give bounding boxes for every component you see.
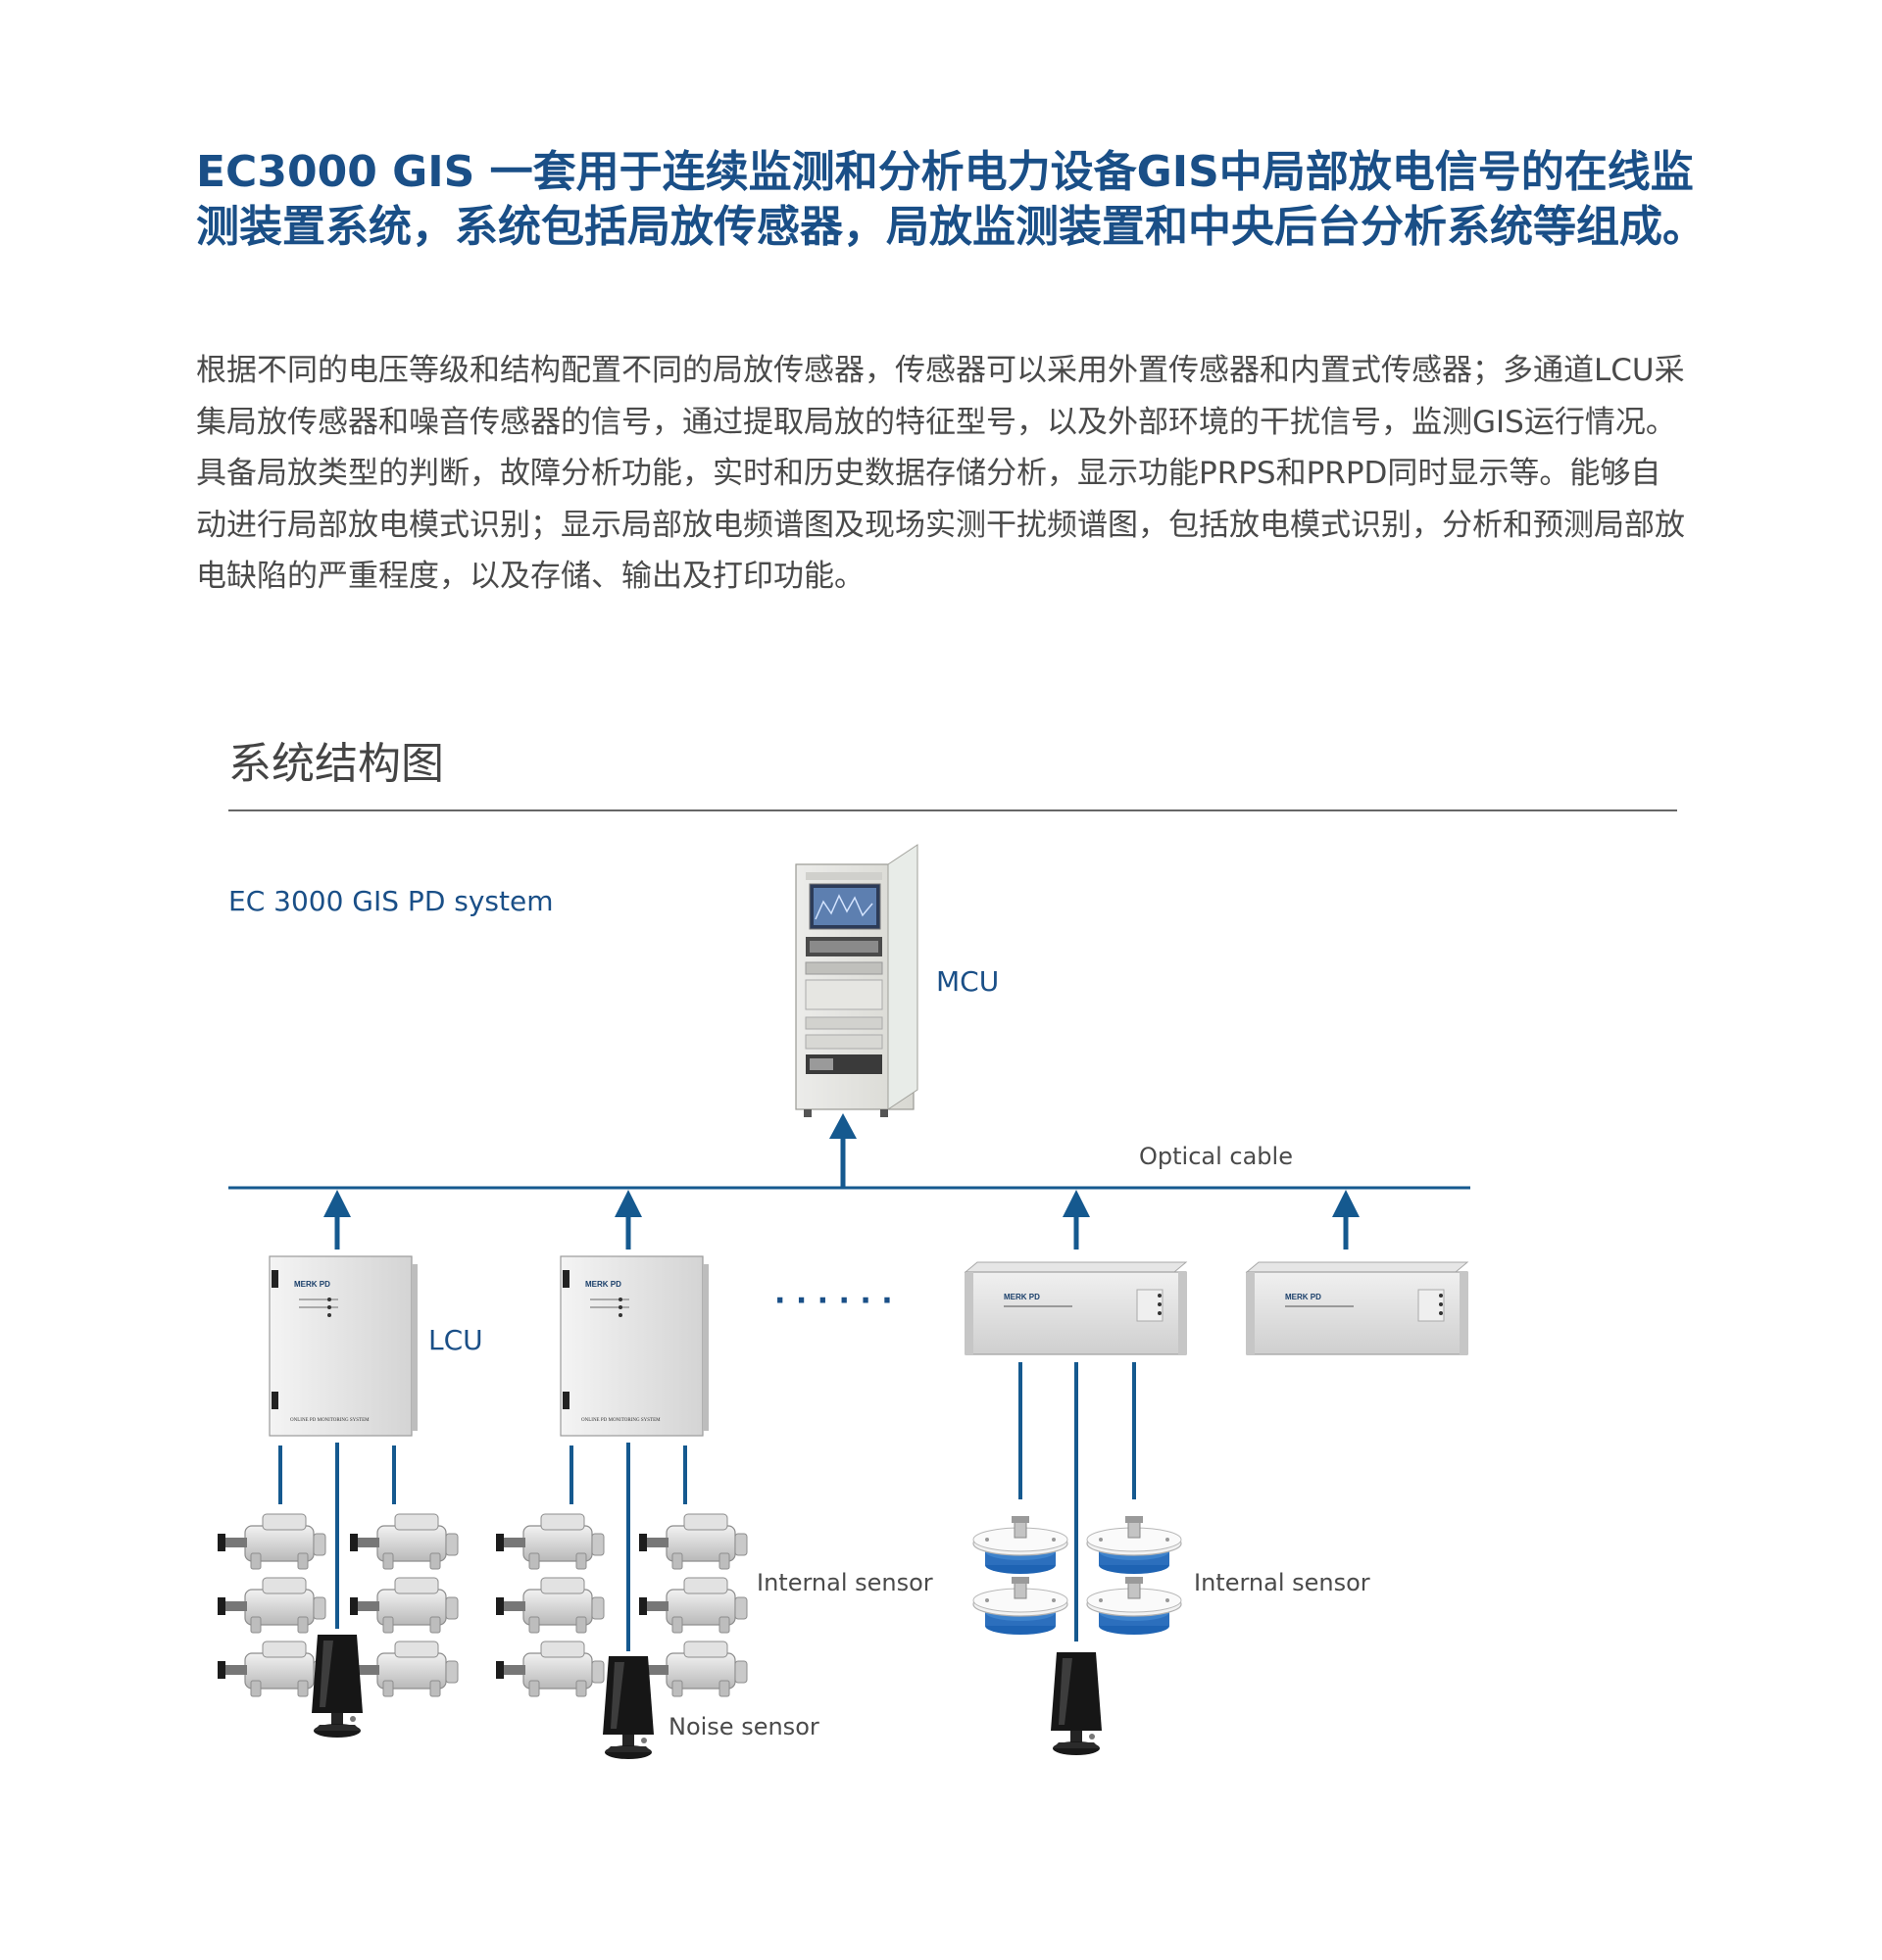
headline: EC3000 GIS 一套用于连续监测和分析电力设备GIS中局部放电信号的在线监… (196, 147, 1706, 252)
device-brand: MERK PD (1285, 1293, 1321, 1301)
noise-sensor-label: Noise sensor (669, 1713, 819, 1740)
device-brand: MERK PD (1004, 1293, 1040, 1301)
rack-unit-2: MERK PD (1245, 1261, 1469, 1355)
noise-sensor-2 (603, 1656, 654, 1759)
lcu-enclosure-2: MERK PD ONLINE PD MONITORING SYSTEM (560, 1255, 709, 1437)
noise-sensor-1 (312, 1635, 363, 1738)
section-title: 系统结构图 (228, 739, 444, 789)
optical-cable-label: Optical cable (1139, 1143, 1293, 1170)
device-brand: MERK PD (294, 1280, 330, 1289)
noise-sensor-3 (1051, 1652, 1102, 1755)
arrow-rack1 (1063, 1190, 1090, 1250)
ellipsis: · · · · · · (774, 1284, 893, 1318)
mcu-label: MCU (936, 965, 999, 998)
arrow-rack2 (1332, 1190, 1360, 1250)
arrow-lcu1 (323, 1190, 351, 1250)
device-brand: MERK PD (585, 1280, 621, 1289)
lcu-label: LCU (428, 1324, 483, 1356)
lcu-footer: ONLINE PD MONITORING SYSTEM (290, 1418, 370, 1423)
system-label: EC 3000 GIS PD system (228, 885, 554, 917)
arrow-lcu2 (615, 1190, 642, 1250)
rack-unit-1: MERK PD (964, 1261, 1188, 1355)
internal-sensor-label-2: Internal sensor (1194, 1569, 1370, 1596)
section-divider (228, 809, 1677, 811)
mcu-cabinet (795, 844, 918, 1117)
arrow-to-mcu (829, 1113, 857, 1188)
lcu-footer: ONLINE PD MONITORING SYSTEM (581, 1418, 661, 1423)
lcu-enclosure-1: MERK PD ONLINE PD MONITORING SYSTEM (269, 1255, 418, 1437)
internal-sensor-label-1: Internal sensor (757, 1569, 933, 1596)
system-structure-diagram: EC 3000 GIS PD system MCU Optical cable … (217, 844, 1470, 1759)
description-paragraph: 根据不同的电压等级和结构配置不同的局放传感器，传感器可以采用外置传感器和内置式传… (196, 353, 1685, 594)
